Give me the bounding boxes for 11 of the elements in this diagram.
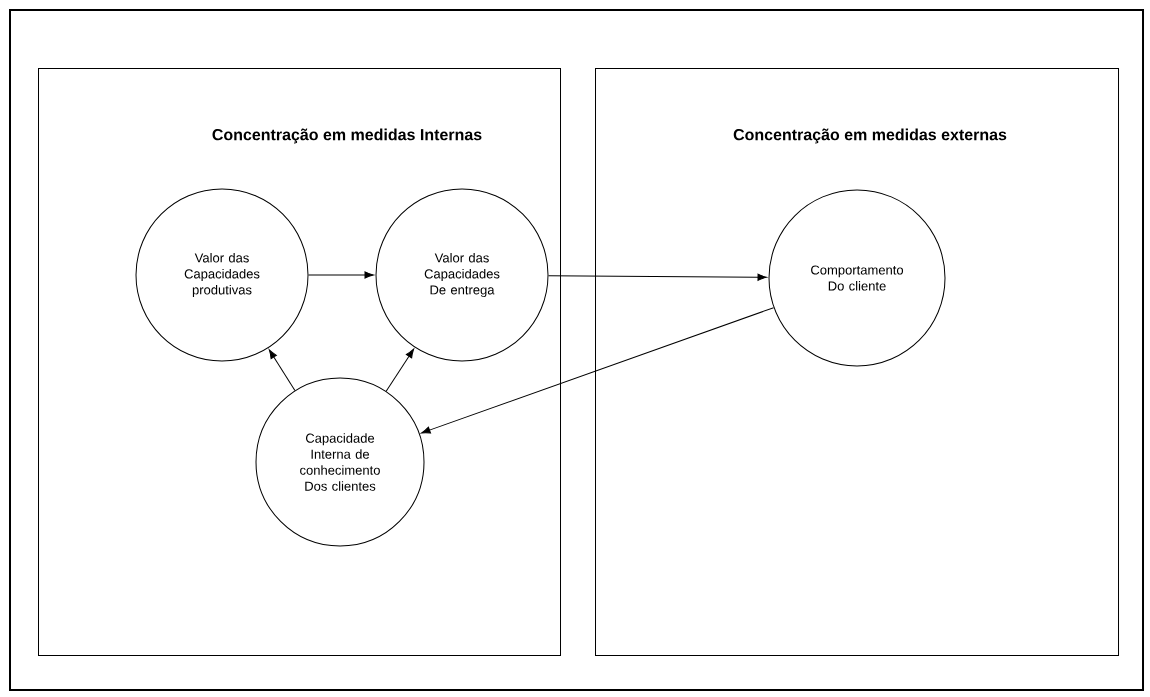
arrow	[385, 348, 415, 392]
circle-node: Valor das Capacidades De entrega	[375, 188, 549, 362]
arrow	[268, 349, 296, 392]
arrow	[421, 307, 775, 434]
circle-node: Valor das Capacidades produtivas	[135, 188, 309, 362]
circle-node: Capacidade Interna de conhecimento Dos clientes	[255, 377, 425, 547]
panel-heading: Concentração em medidas Internas	[212, 128, 482, 144]
arrow	[548, 273, 767, 281]
circle-node: Comportamento Do cliente	[768, 189, 946, 367]
arrow	[308, 271, 374, 279]
panel-heading: Concentração em medidas externas	[733, 128, 1007, 144]
